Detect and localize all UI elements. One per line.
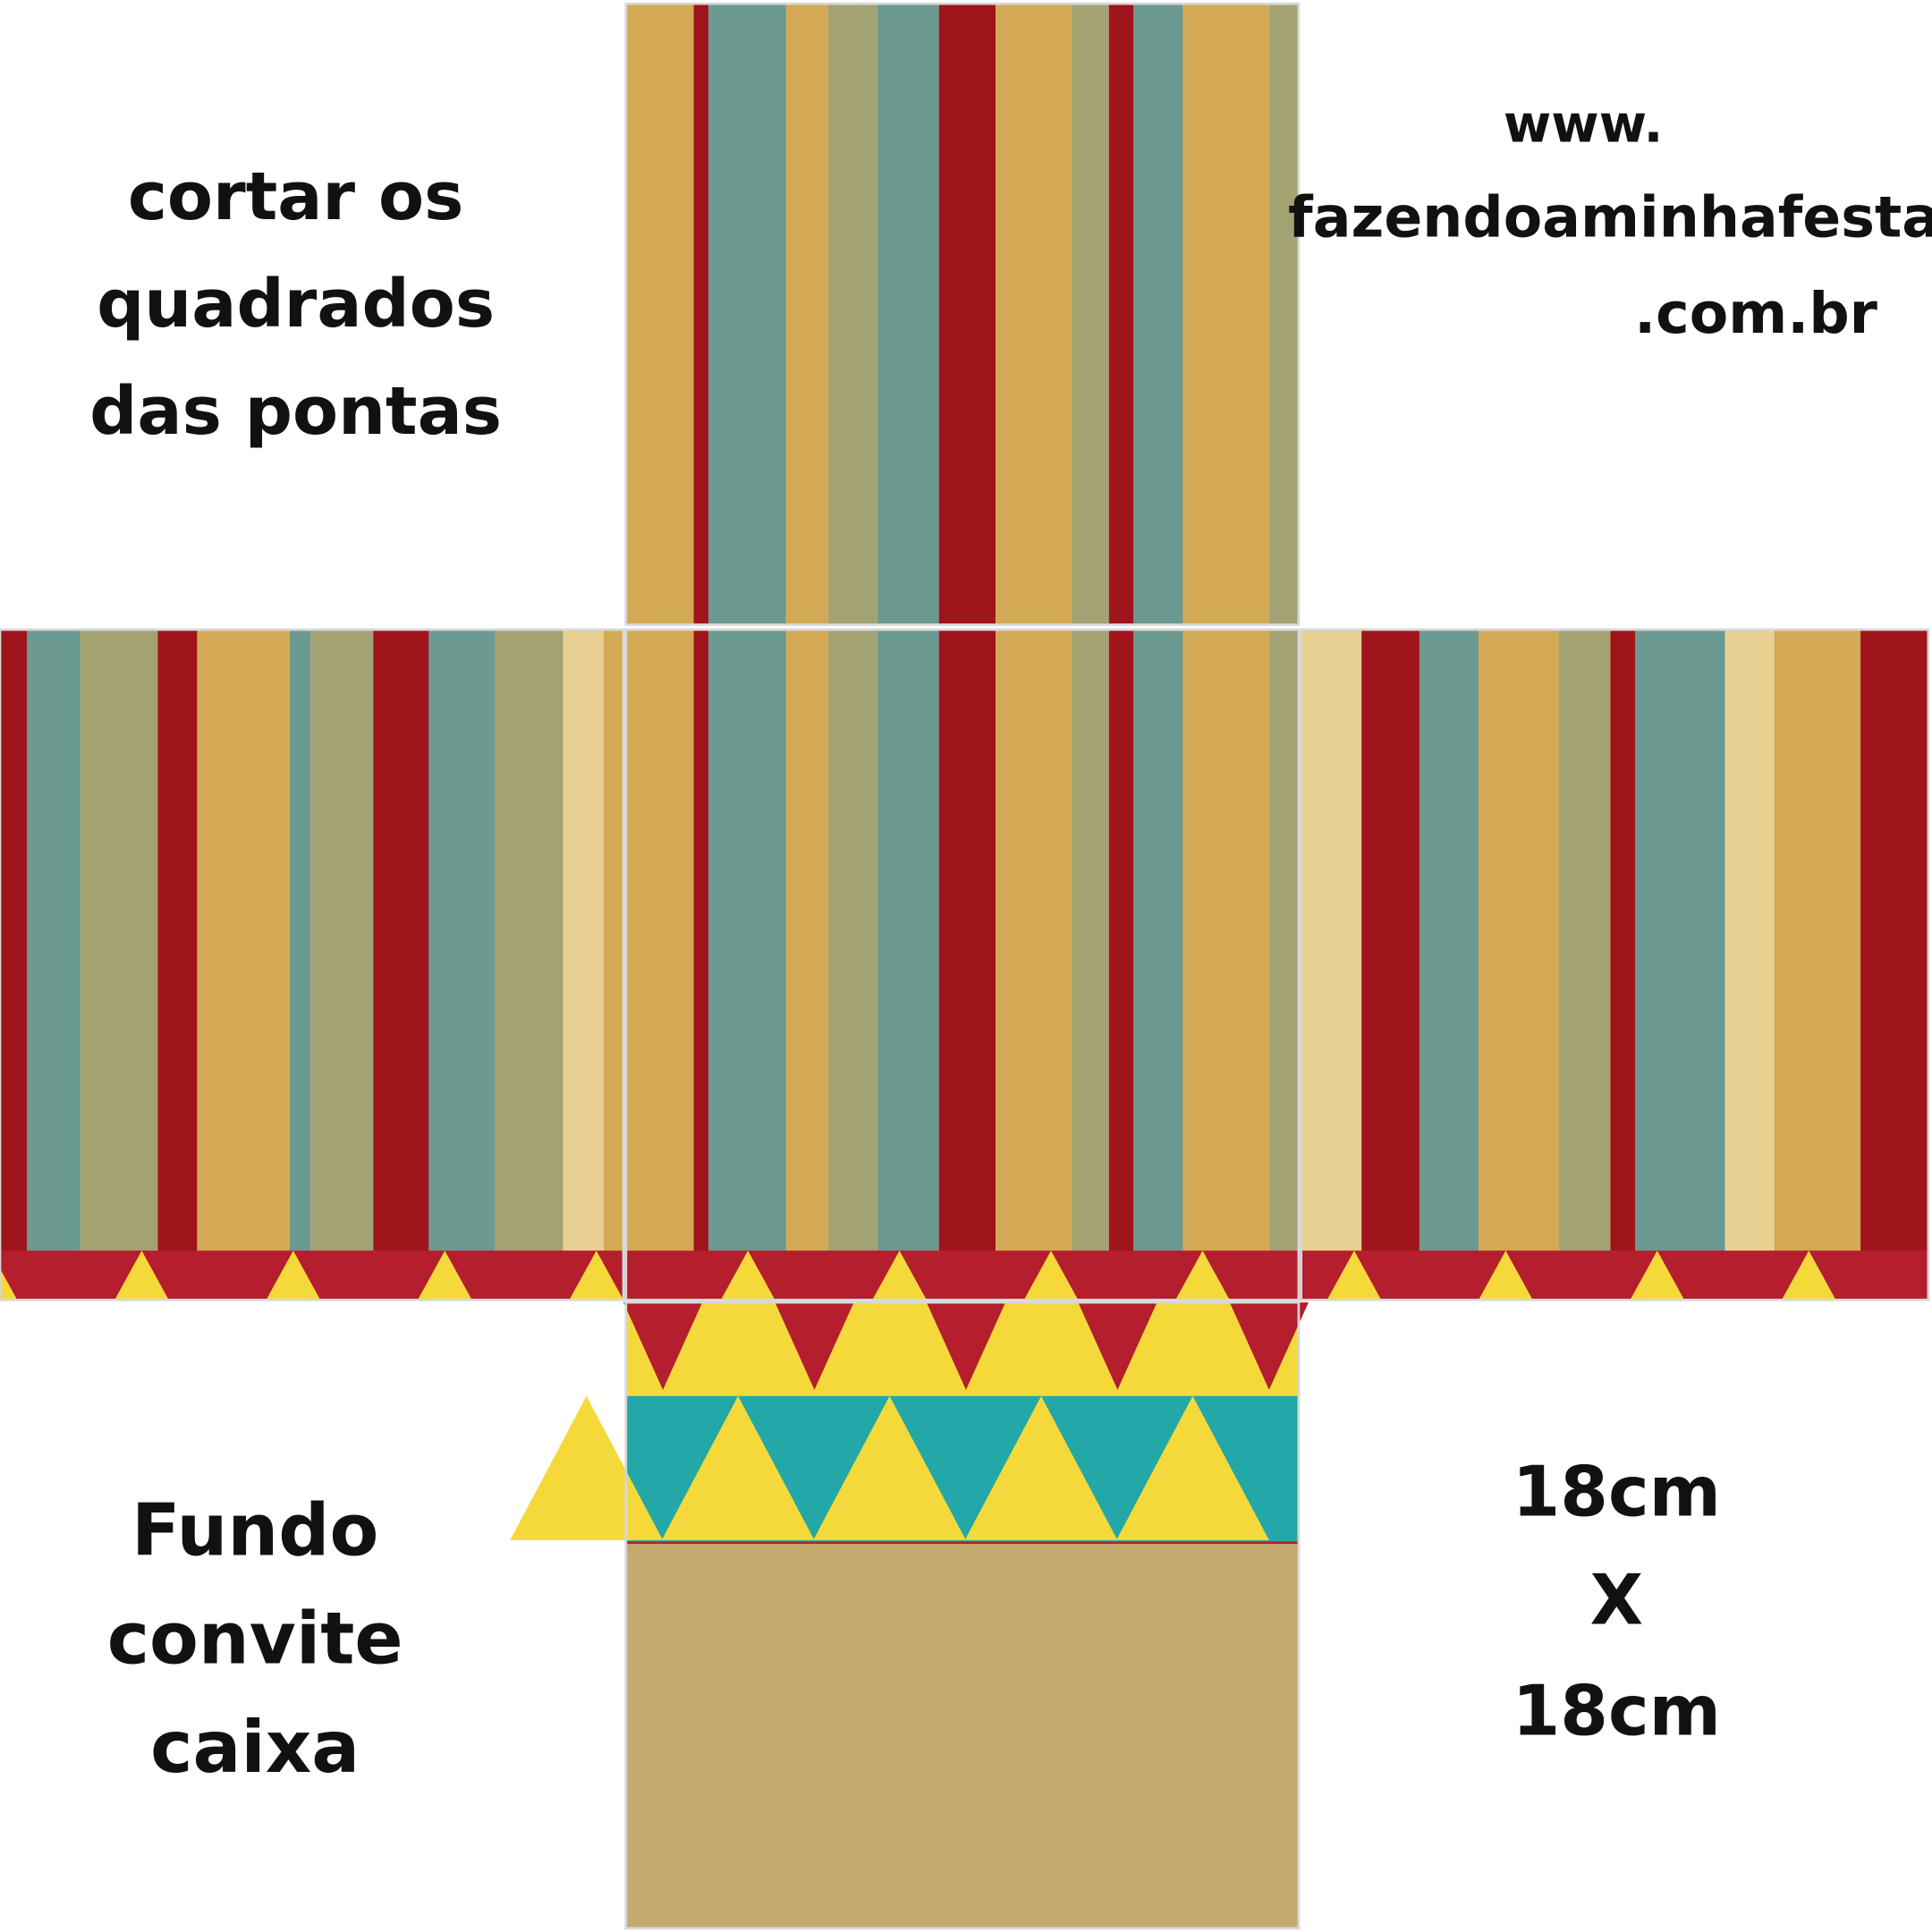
left-face-stripe bbox=[373, 629, 429, 1301]
top-face-stripe bbox=[1133, 4, 1183, 625]
top-face-stripe bbox=[785, 4, 828, 625]
center-face-stripe bbox=[827, 629, 877, 1301]
yellow-triangle bbox=[266, 1250, 321, 1301]
right-face-stripe bbox=[1610, 629, 1636, 1301]
yellow-up-triangle bbox=[813, 1395, 966, 1540]
triangle-band bbox=[0, 1250, 1928, 1301]
yellow-triangle bbox=[1630, 1250, 1685, 1301]
top-face-stripe bbox=[1108, 4, 1134, 625]
yellow-up-triangle bbox=[1116, 1395, 1269, 1540]
top-face-stripe bbox=[625, 4, 694, 625]
right-face-stripe bbox=[1301, 629, 1362, 1301]
left-face-stripe bbox=[428, 629, 496, 1301]
yellow-triangle bbox=[872, 1250, 927, 1301]
center-face-stripe bbox=[625, 629, 694, 1301]
right-face-stripe bbox=[1479, 629, 1559, 1301]
dimension-separator: X bbox=[1590, 1561, 1643, 1641]
website-line-3: .com.br bbox=[1634, 280, 1878, 346]
yellow-triangle bbox=[1326, 1250, 1382, 1301]
yellow-triangle bbox=[569, 1250, 624, 1301]
right-face-stripe bbox=[1558, 629, 1611, 1301]
center-face-stripe bbox=[1072, 629, 1109, 1301]
dimensions-label: 18cm X 18cm bbox=[1513, 1452, 1721, 1751]
left-face-stripe bbox=[495, 629, 564, 1301]
left-face-stripe bbox=[27, 629, 80, 1301]
right-face-stripe bbox=[1361, 629, 1419, 1301]
left-face-stripe bbox=[289, 629, 311, 1301]
cut-instructions: cortar os quadrados das pontas bbox=[89, 157, 502, 450]
center-face-stripe bbox=[1268, 629, 1299, 1301]
right-face-stripe bbox=[1774, 629, 1861, 1301]
face-outline bbox=[624, 2, 1301, 626]
top-face-stripe bbox=[1182, 4, 1269, 625]
left-face-stripe bbox=[0, 629, 28, 1301]
right-face-stripe bbox=[1635, 629, 1725, 1301]
red-triangle bbox=[623, 1302, 703, 1390]
yellow-triangle bbox=[417, 1250, 472, 1301]
center-face-stripe bbox=[1133, 629, 1183, 1301]
red-triangle bbox=[1229, 1302, 1309, 1390]
left-face-stripe bbox=[563, 629, 604, 1301]
yellow-triangle bbox=[720, 1250, 775, 1301]
yellow-triangle bbox=[1479, 1250, 1533, 1301]
left-face-stripe bbox=[80, 629, 158, 1301]
center-face-stripe bbox=[938, 629, 996, 1301]
left-face-stripe bbox=[197, 629, 290, 1301]
bottom-label-line-1: Fundo bbox=[131, 1488, 378, 1572]
instruction-line-1: cortar os bbox=[128, 157, 464, 235]
red-triangle bbox=[1078, 1302, 1157, 1390]
center-face-stripe bbox=[1108, 629, 1134, 1301]
yellow-triangle bbox=[114, 1250, 169, 1301]
website-credit: www. fazendoaminhafesta .com.br bbox=[1288, 93, 1932, 346]
bottom-label-line-3: caixa bbox=[150, 1706, 360, 1789]
yellow-triangle bbox=[1023, 1250, 1079, 1301]
yellow-up-triangle bbox=[661, 1395, 815, 1540]
website-line-1: www. bbox=[1504, 93, 1664, 154]
center-face-stripe bbox=[1182, 629, 1269, 1301]
instruction-line-2: quadrados bbox=[97, 265, 495, 343]
dimension-height: 18cm bbox=[1513, 1672, 1721, 1752]
face-outline bbox=[624, 628, 1301, 1301]
yellow-triangle bbox=[0, 1268, 18, 1301]
left-face-stripe bbox=[157, 629, 198, 1301]
instruction-line-3: das pontas bbox=[89, 372, 502, 450]
top-face-stripe bbox=[708, 4, 786, 625]
top-face-stripe bbox=[1072, 4, 1109, 625]
top-face-stripe bbox=[938, 4, 996, 625]
yellow-triangle bbox=[1781, 1250, 1836, 1301]
bottom-label: Fundo convite caixa bbox=[107, 1488, 403, 1788]
top-face-stripe bbox=[827, 4, 877, 625]
top-face-stripe bbox=[1268, 4, 1299, 625]
face-outline bbox=[0, 628, 625, 1301]
right-face-stripe bbox=[1724, 629, 1775, 1301]
dimension-width: 18cm bbox=[1513, 1452, 1721, 1532]
center-face-stripe bbox=[996, 629, 1072, 1301]
top-face-stripe bbox=[996, 4, 1072, 625]
left-face-stripe bbox=[310, 629, 374, 1301]
yellow-up-triangle bbox=[964, 1395, 1118, 1540]
center-face-stripe bbox=[708, 629, 786, 1301]
right-face-stripe bbox=[1419, 629, 1479, 1301]
red-triangle bbox=[775, 1302, 854, 1390]
left-face-stripe bbox=[604, 629, 624, 1301]
red-triangle bbox=[926, 1302, 1006, 1390]
top-face-stripe bbox=[693, 4, 709, 625]
center-face-stripe bbox=[693, 629, 709, 1301]
website-line-2: fazendoaminhafesta bbox=[1288, 183, 1932, 250]
yellow-up-triangle bbox=[510, 1395, 664, 1540]
face-outline bbox=[624, 1301, 1301, 1930]
bottom-label-line-2: convite bbox=[107, 1597, 403, 1681]
face-outline bbox=[1300, 628, 1930, 1301]
center-face-stripe bbox=[877, 629, 939, 1301]
yellow-triangle bbox=[1175, 1250, 1230, 1301]
right-face-stripe bbox=[1860, 629, 1928, 1301]
center-face-stripe bbox=[785, 629, 828, 1301]
top-face-stripe bbox=[877, 4, 939, 625]
